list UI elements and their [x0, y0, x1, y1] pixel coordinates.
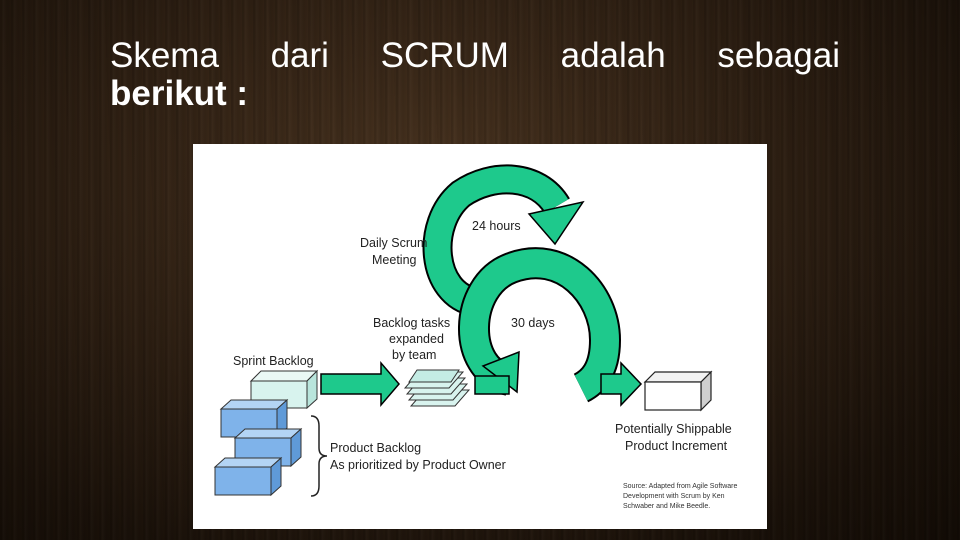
- backlog-tasks-label-3: by team: [392, 348, 436, 362]
- sprint-backlog-label: Sprint Backlog: [233, 354, 314, 368]
- daily-meeting-label-2: Meeting: [372, 253, 417, 267]
- source-note: Source: Adapted from Agile Software: [623, 483, 738, 490]
- backlog-tasks-label: Backlog tasks: [373, 316, 450, 330]
- source-note-3: Schwaber and Mike Beedle.: [623, 503, 710, 510]
- scrum-diagram: Daily Scrum Meeting 24 hours 30 days Bac…: [193, 144, 767, 529]
- scrum-diagram-svg: Daily Scrum Meeting 24 hours 30 days Bac…: [213, 164, 738, 510]
- slide-title-continuation: berikut :: [110, 74, 249, 113]
- increment-label: Potentially Shippable: [615, 422, 732, 436]
- cycle-30d-label: 30 days: [511, 316, 555, 330]
- flow-arrow-to-sprint: [474, 375, 510, 395]
- daily-meeting-label: Daily Scrum: [360, 236, 427, 250]
- flow-arrow-to-increment: [600, 361, 643, 407]
- increment-label-2: Product Increment: [625, 439, 728, 453]
- sprint-cycle-arrow: [458, 247, 622, 403]
- slide-title: Skema dari SCRUM adalah sebagai: [110, 36, 840, 75]
- product-increment-box: [643, 370, 713, 412]
- source-note-2: Development with Scrum by Ken: [623, 493, 725, 500]
- cycle-24h-label: 24 hours: [472, 219, 521, 233]
- product-backlog-brace: [310, 415, 328, 497]
- daily-cycle-arrow: [422, 164, 585, 317]
- product-backlog-boxes: [213, 398, 303, 497]
- backlog-task-sheets: [403, 369, 471, 407]
- backlog-tasks-label-2: expanded: [389, 332, 444, 346]
- flow-arrow-to-tasks: [320, 360, 400, 408]
- product-backlog-label: Product Backlog: [330, 441, 421, 455]
- product-backlog-label-2: As prioritized by Product Owner: [330, 458, 506, 472]
